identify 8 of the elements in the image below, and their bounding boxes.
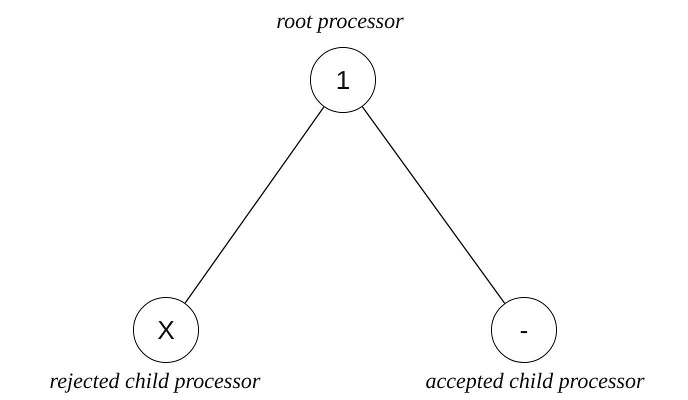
node-caption: root processor xyxy=(276,8,404,33)
node-label: - xyxy=(520,317,528,343)
node-caption: accepted child processor xyxy=(425,368,645,393)
connector-line xyxy=(184,106,324,304)
node-label: X xyxy=(157,317,175,343)
node-label: 1 xyxy=(336,67,350,93)
node-caption: rejected child processor xyxy=(50,368,260,393)
connector-line xyxy=(362,106,506,304)
